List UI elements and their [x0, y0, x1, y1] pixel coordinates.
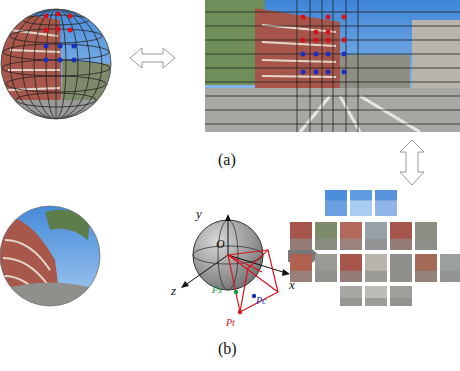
image-tile	[365, 254, 387, 282]
image-tile	[390, 271, 412, 282]
image-tile	[390, 298, 412, 306]
sphere-panorama	[0, 0, 112, 125]
image-tile	[340, 271, 362, 282]
image-tile	[315, 222, 337, 250]
figure-label: z	[171, 284, 176, 297]
image-tile	[440, 271, 460, 282]
image-tile	[415, 271, 437, 282]
image-tile	[365, 239, 387, 250]
image-tile	[290, 239, 312, 250]
image-tile	[340, 286, 362, 306]
image-tile	[390, 286, 412, 306]
image-tile	[390, 239, 412, 250]
figure-label: (a)	[218, 152, 236, 168]
image-tile	[315, 239, 337, 250]
image-tile	[415, 254, 437, 282]
image-tile	[415, 239, 437, 250]
image-tile	[440, 254, 460, 282]
image-tile	[340, 222, 362, 250]
double-arrow	[130, 48, 175, 68]
perspective-tiles	[290, 190, 460, 306]
equirectangular-image	[205, 0, 460, 132]
figure-label: x	[289, 278, 295, 291]
figure-label: O	[216, 238, 225, 250]
image-tile	[415, 222, 437, 250]
figure-label: (b)	[218, 341, 237, 357]
image-tile	[390, 222, 412, 250]
image-tile	[290, 222, 312, 250]
unit-sphere	[181, 214, 290, 314]
image-tile	[375, 190, 397, 216]
image-tile	[350, 190, 372, 200]
image-tile	[365, 298, 387, 306]
figure-label: Ps	[212, 285, 222, 295]
figure-label: Pc	[256, 296, 267, 306]
image-tile	[315, 254, 337, 282]
image-tile	[340, 254, 362, 282]
image-tile	[350, 190, 372, 216]
figure-label: Pt	[226, 318, 235, 328]
image-tile	[315, 271, 337, 282]
sphere-image	[0, 200, 100, 312]
image-tile	[340, 239, 362, 250]
double-arrow	[400, 140, 424, 185]
image-tile	[390, 254, 412, 282]
image-tile	[340, 298, 362, 306]
image-tile	[325, 190, 347, 216]
image-tile	[365, 222, 387, 250]
image-tile	[375, 190, 397, 200]
image-tile	[365, 286, 387, 306]
figure-label: y	[196, 207, 202, 220]
image-tile	[365, 271, 387, 282]
image-tile	[325, 190, 347, 200]
